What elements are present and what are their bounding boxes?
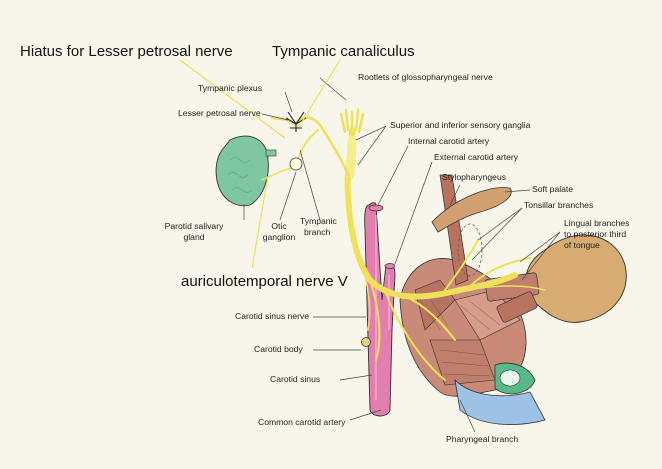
label-otic-2: ganglion: [254, 232, 304, 243]
label-lingual-1: Lingual branches: [564, 218, 629, 229]
label-internal-carotid: Internal carotid artery: [408, 136, 489, 147]
label-soft-palate: Soft palate: [532, 184, 573, 195]
annotation-tympanic-canaliculus: Tympanic canaliculus: [272, 43, 415, 60]
label-common-carotid: Common carotid artery: [258, 417, 345, 428]
label-tympanic-plexus: Tympanic plexus: [198, 83, 262, 94]
label-carotid-sinus: Carotid sinus: [270, 374, 320, 385]
carotid-body: [362, 338, 371, 347]
parotid-gland: [216, 136, 268, 206]
label-tympanic-branch-2: branch: [304, 227, 330, 238]
parotid-duct: [266, 150, 276, 156]
label-lingual-3: of tongue: [564, 240, 600, 251]
label-parotid-2: gland: [158, 232, 230, 243]
label-ganglia: Superior and inferior sensory ganglia: [390, 120, 530, 131]
label-lingual-2: to posterior third: [564, 229, 626, 240]
label-tympanic-branch-1: Tympanic: [300, 216, 337, 227]
label-rootlets: Rootlets of glossopharyngeal nerve: [358, 72, 493, 83]
label-otic-1: Otic: [254, 221, 304, 232]
label-external-carotid: External carotid artery: [434, 152, 518, 163]
label-carotid-body: Carotid body: [254, 344, 303, 355]
annotation-auriculotemporal: auriculotemporal nerve V: [181, 273, 348, 290]
otic-ganglion: [290, 158, 302, 170]
label-tonsillar: Tonsillar branches: [524, 200, 593, 211]
label-pharyngeal-branch: Pharyngeal branch: [446, 434, 518, 445]
label-carotid-sinus-nerve: Carotid sinus nerve: [235, 311, 309, 322]
label-parotid-1: Parotid salivary: [158, 221, 230, 232]
annotation-hiatus: Hiatus for Lesser petrosal nerve: [20, 43, 233, 60]
label-lesser-petrosal: Lesser petrosal nerve: [178, 108, 261, 119]
label-stylopharyngeus: Stylopharyngeus: [442, 172, 506, 183]
